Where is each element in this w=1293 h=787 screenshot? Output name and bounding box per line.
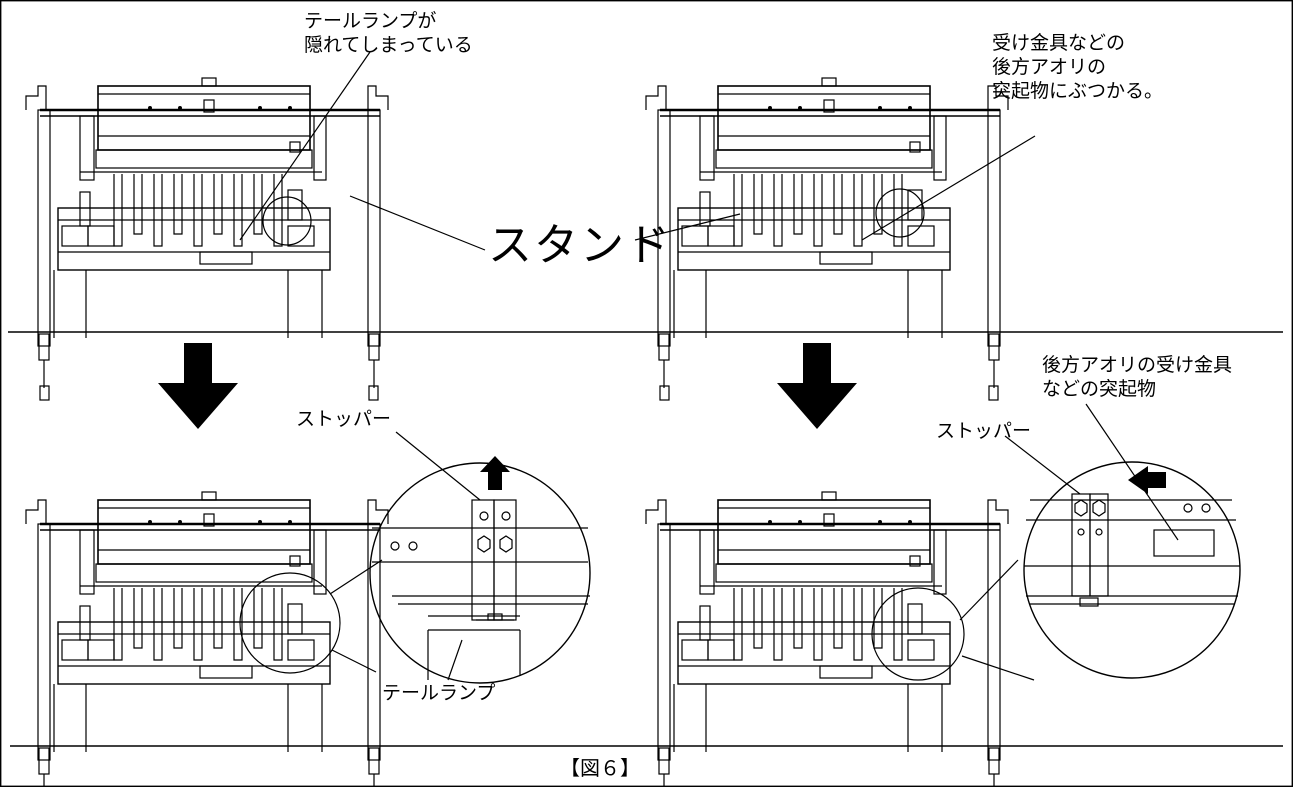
- tail-lamp-label: テールランプ: [382, 682, 496, 704]
- leader-line: [1004, 435, 1081, 495]
- machine-bottom-right: [644, 490, 1010, 787]
- protrusion-callout-circle: [875, 188, 925, 238]
- leader-line: [349, 195, 486, 251]
- leader-line: [1085, 403, 1179, 541]
- stopper-label-left: ストッパー: [296, 408, 392, 430]
- hits-protrusion-label-line3: 突起物にぶつかる。: [992, 80, 1164, 102]
- hits-protrusion-label-line2: 後方アオリの: [992, 56, 1107, 78]
- protrusion-label-line1: 後方アオリの受け金具: [1042, 354, 1233, 376]
- stand-label: スタンド: [488, 220, 672, 271]
- tail-lamp-hidden-label-line1: テールランプが: [304, 10, 437, 32]
- down-arrow-icon: [157, 342, 239, 430]
- hits-protrusion-label-line1: 受け金具などの: [992, 32, 1126, 54]
- stopper-label-right: ストッパー: [936, 420, 1032, 442]
- protrusion-label-line2: などの突起物: [1042, 378, 1157, 400]
- leader-line: [447, 639, 463, 681]
- down-arrow-icon: [776, 342, 858, 430]
- tail-lamp-callout-circle: [262, 196, 312, 246]
- protrusion-detail: [871, 461, 1241, 681]
- machine-bottom-left: [24, 490, 390, 787]
- tail-lamp-hidden-label-line2: 隠れてしまっている: [304, 34, 473, 56]
- leader-line: [239, 51, 371, 241]
- leader-line: [634, 213, 741, 241]
- stopper-raised-detail: [239, 456, 591, 684]
- leader-line: [395, 431, 481, 501]
- leader-line: [861, 135, 1036, 241]
- figure-caption: 【図６】: [560, 756, 640, 780]
